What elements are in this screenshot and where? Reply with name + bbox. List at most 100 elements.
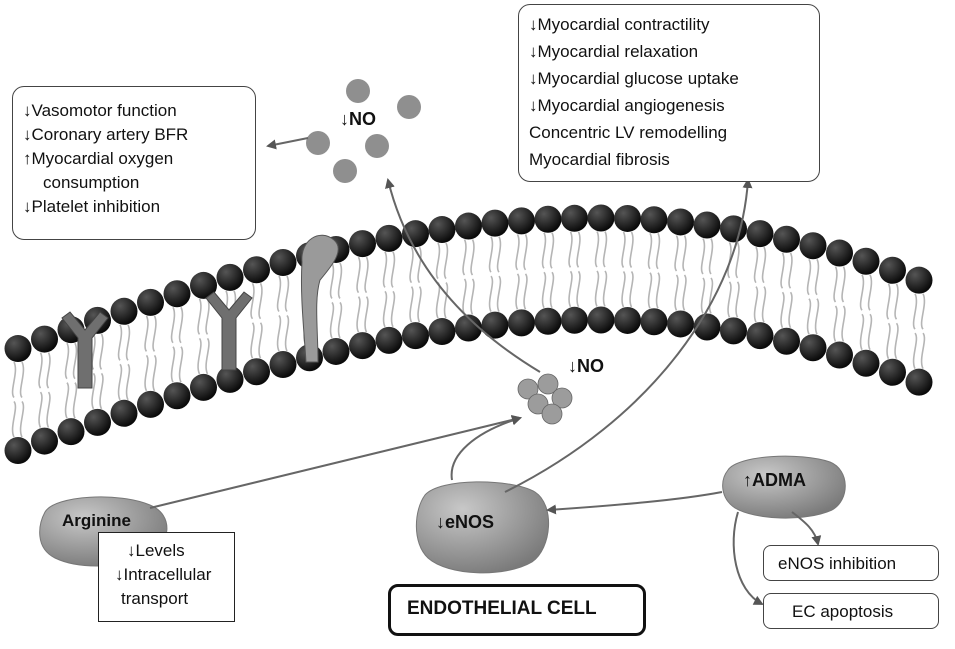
phospholipid-head [773, 225, 800, 253]
ec-apoptosis-box: EC apoptosis [763, 593, 939, 629]
phospholipid-head [110, 297, 138, 325]
phospholipid-head [375, 326, 403, 354]
effect-line: ↓Myocardial angiogenesis [529, 96, 725, 115]
no-effects-vascular-box: ↓Vasomotor function ↓Coronary artery BFR… [12, 86, 256, 240]
enos-blob [415, 481, 549, 574]
arginine-effects-box: ↓Levels ↓Intracellular transport [98, 532, 235, 622]
phospholipid-head [508, 207, 535, 235]
phospholipid-head [905, 368, 933, 396]
effect-line: ↓Coronary artery BFR [23, 125, 189, 144]
effect-line: consumption [43, 173, 140, 192]
membrane-inner-heads [4, 306, 933, 465]
no-membrane-label: ↓NO [568, 356, 604, 376]
effect-line: ↓Myocardial contractility [529, 15, 710, 34]
phospholipid-head [269, 249, 297, 277]
arrows [149, 137, 822, 605]
phospholipid-head [720, 215, 747, 243]
phospholipid-head [322, 337, 350, 365]
endothelial-cell-label: ENDOTHELIAL CELL [407, 598, 597, 619]
phospholipid-head [84, 408, 111, 436]
arrow-enos-to-right-effects [504, 178, 753, 493]
phospholipid-head [852, 247, 880, 275]
phospholipid-head [4, 335, 32, 363]
phospholipid-head [879, 256, 906, 284]
no-cluster-membrane [517, 373, 573, 425]
phospholipid-head [905, 266, 933, 294]
adma-blob [722, 455, 846, 519]
phospholipid-head [57, 418, 85, 446]
phospholipid-head [481, 311, 509, 339]
phospholipid-head [852, 349, 880, 377]
phospholipid-head [481, 209, 509, 237]
arrow-arginine-to-no [149, 415, 522, 509]
lipid-tails [11, 231, 926, 438]
phospholipid-head [587, 306, 615, 334]
phospholipid-head [375, 224, 403, 252]
arrow-adma-to-enos-inhibition [791, 511, 822, 546]
no-molecules-cluster [306, 79, 421, 183]
effect-line: ↑Myocardial oxygen [23, 149, 174, 168]
phospholipid-head [534, 307, 562, 335]
no-molecule [346, 79, 370, 103]
effect-line: Concentric LV remodelling [529, 123, 728, 142]
phospholipid-head [640, 206, 668, 234]
phospholipid-head [455, 212, 482, 240]
phospholipid-head [31, 427, 58, 455]
membrane-protein-icon [300, 234, 339, 363]
arrow-adma-to-ec-apoptosis [732, 511, 764, 605]
no-molecule [306, 131, 330, 155]
phospholipid-head [163, 382, 191, 410]
phospholipid-head [137, 288, 164, 316]
phospholipid-head [269, 351, 297, 379]
phospholipid-head [349, 230, 376, 258]
phospholipid-head [667, 310, 694, 338]
phospholipid-head [243, 256, 270, 284]
phospholipid-head [402, 322, 429, 350]
effect-line: Myocardial fibrosis [529, 150, 670, 169]
phospholipid-head [163, 280, 191, 308]
phospholipid-head [799, 232, 827, 260]
phospholipid-head [773, 327, 800, 355]
effect-line: ↓Intracellular [115, 565, 212, 584]
enos-inhibition-box: eNOS inhibition [763, 545, 939, 581]
enos-label: ↓eNOS [436, 512, 495, 532]
ec-apoptosis-label: EC apoptosis [792, 602, 894, 621]
phospholipid-head [746, 220, 774, 248]
phospholipid-head [508, 309, 535, 337]
phospholipid-head [428, 318, 456, 346]
effect-line: ↓Myocardial relaxation [529, 42, 699, 61]
phospholipid-head [216, 263, 244, 291]
no-molecule [333, 159, 357, 183]
phospholipid-head [190, 373, 217, 401]
phospholipid-head [640, 308, 668, 336]
effect-line: ↓Myocardial glucose uptake [529, 69, 739, 88]
no-molecule [365, 134, 389, 158]
phospholipid-head [879, 358, 906, 386]
phospholipid-head [614, 306, 641, 334]
phospholipid-head [402, 220, 429, 248]
enos-inhibition-label: eNOS inhibition [778, 554, 897, 573]
no-top-label: ↓NO [340, 109, 376, 129]
phospholipid-head [720, 317, 747, 345]
arrow-enos-to-membrane-no [450, 415, 522, 481]
receptor-icon [205, 291, 253, 371]
phospholipid-head [799, 334, 827, 362]
phospholipid-head [826, 341, 853, 369]
phospholipid-head [667, 208, 694, 236]
phospholipid-head [587, 204, 615, 232]
no-effects-myocardial-box: ↓Myocardial contractility ↓Myocardial re… [518, 4, 820, 182]
effect-line: ↓Levels [127, 541, 185, 560]
phospholipid-head [534, 205, 562, 233]
phospholipid-head [31, 325, 58, 353]
phospholipid-head [216, 365, 244, 393]
phospholipid-head [561, 204, 588, 232]
phospholipid-head [349, 332, 376, 360]
receptor-icon [61, 311, 109, 389]
arrow-membrane-no-to-top-no [385, 178, 541, 373]
phospholipid-head [4, 437, 32, 465]
phospholipid-head [693, 211, 721, 239]
effect-line: ↓Vasomotor function [23, 101, 177, 120]
phospholipid-head [190, 271, 217, 299]
effect-line: transport [121, 589, 189, 608]
